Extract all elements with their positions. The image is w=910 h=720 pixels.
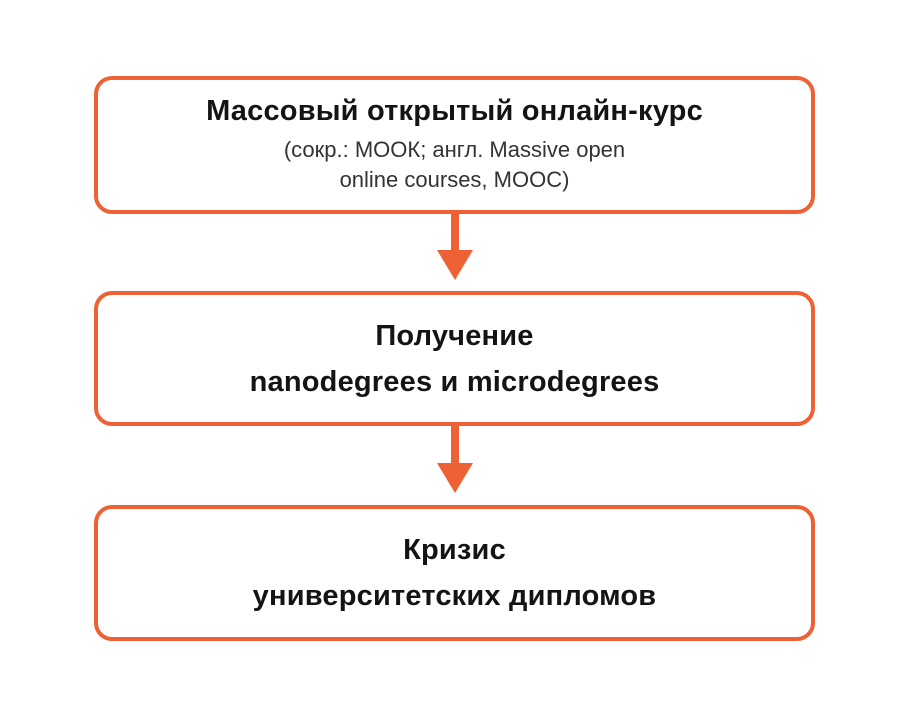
- step-box-degrees: Получение nanodegrees и microdegrees: [94, 291, 815, 426]
- step-title: Массовый открытый онлайн-курс: [206, 95, 703, 127]
- step-title-line: Кризис: [403, 534, 506, 566]
- step-subtitle-line: online courses, MOOC): [339, 167, 570, 192]
- arrow-shaft: [451, 426, 459, 465]
- arrow-head: [437, 250, 473, 280]
- step-title-line: nanodegrees и microdegrees: [249, 365, 660, 398]
- arrow-shaft: [451, 214, 459, 252]
- step-box-mooc: Массовый открытый онлайн-курс (сокр.: МО…: [94, 76, 815, 214]
- step-subtitle-line: (сокр.: МООК; англ. Massive open: [283, 137, 626, 162]
- step-title-line: университетских дипломов: [252, 580, 657, 612]
- arrow-down-icon: [437, 214, 473, 280]
- step-subtitle: (сокр.: МООК; англ. Massive open online …: [284, 135, 625, 195]
- arrow-head: [437, 463, 473, 493]
- step-title-line: Получение: [375, 319, 534, 352]
- arrow-down-icon: [437, 426, 473, 493]
- step-box-crisis: Кризис университетских дипломов: [94, 505, 815, 641]
